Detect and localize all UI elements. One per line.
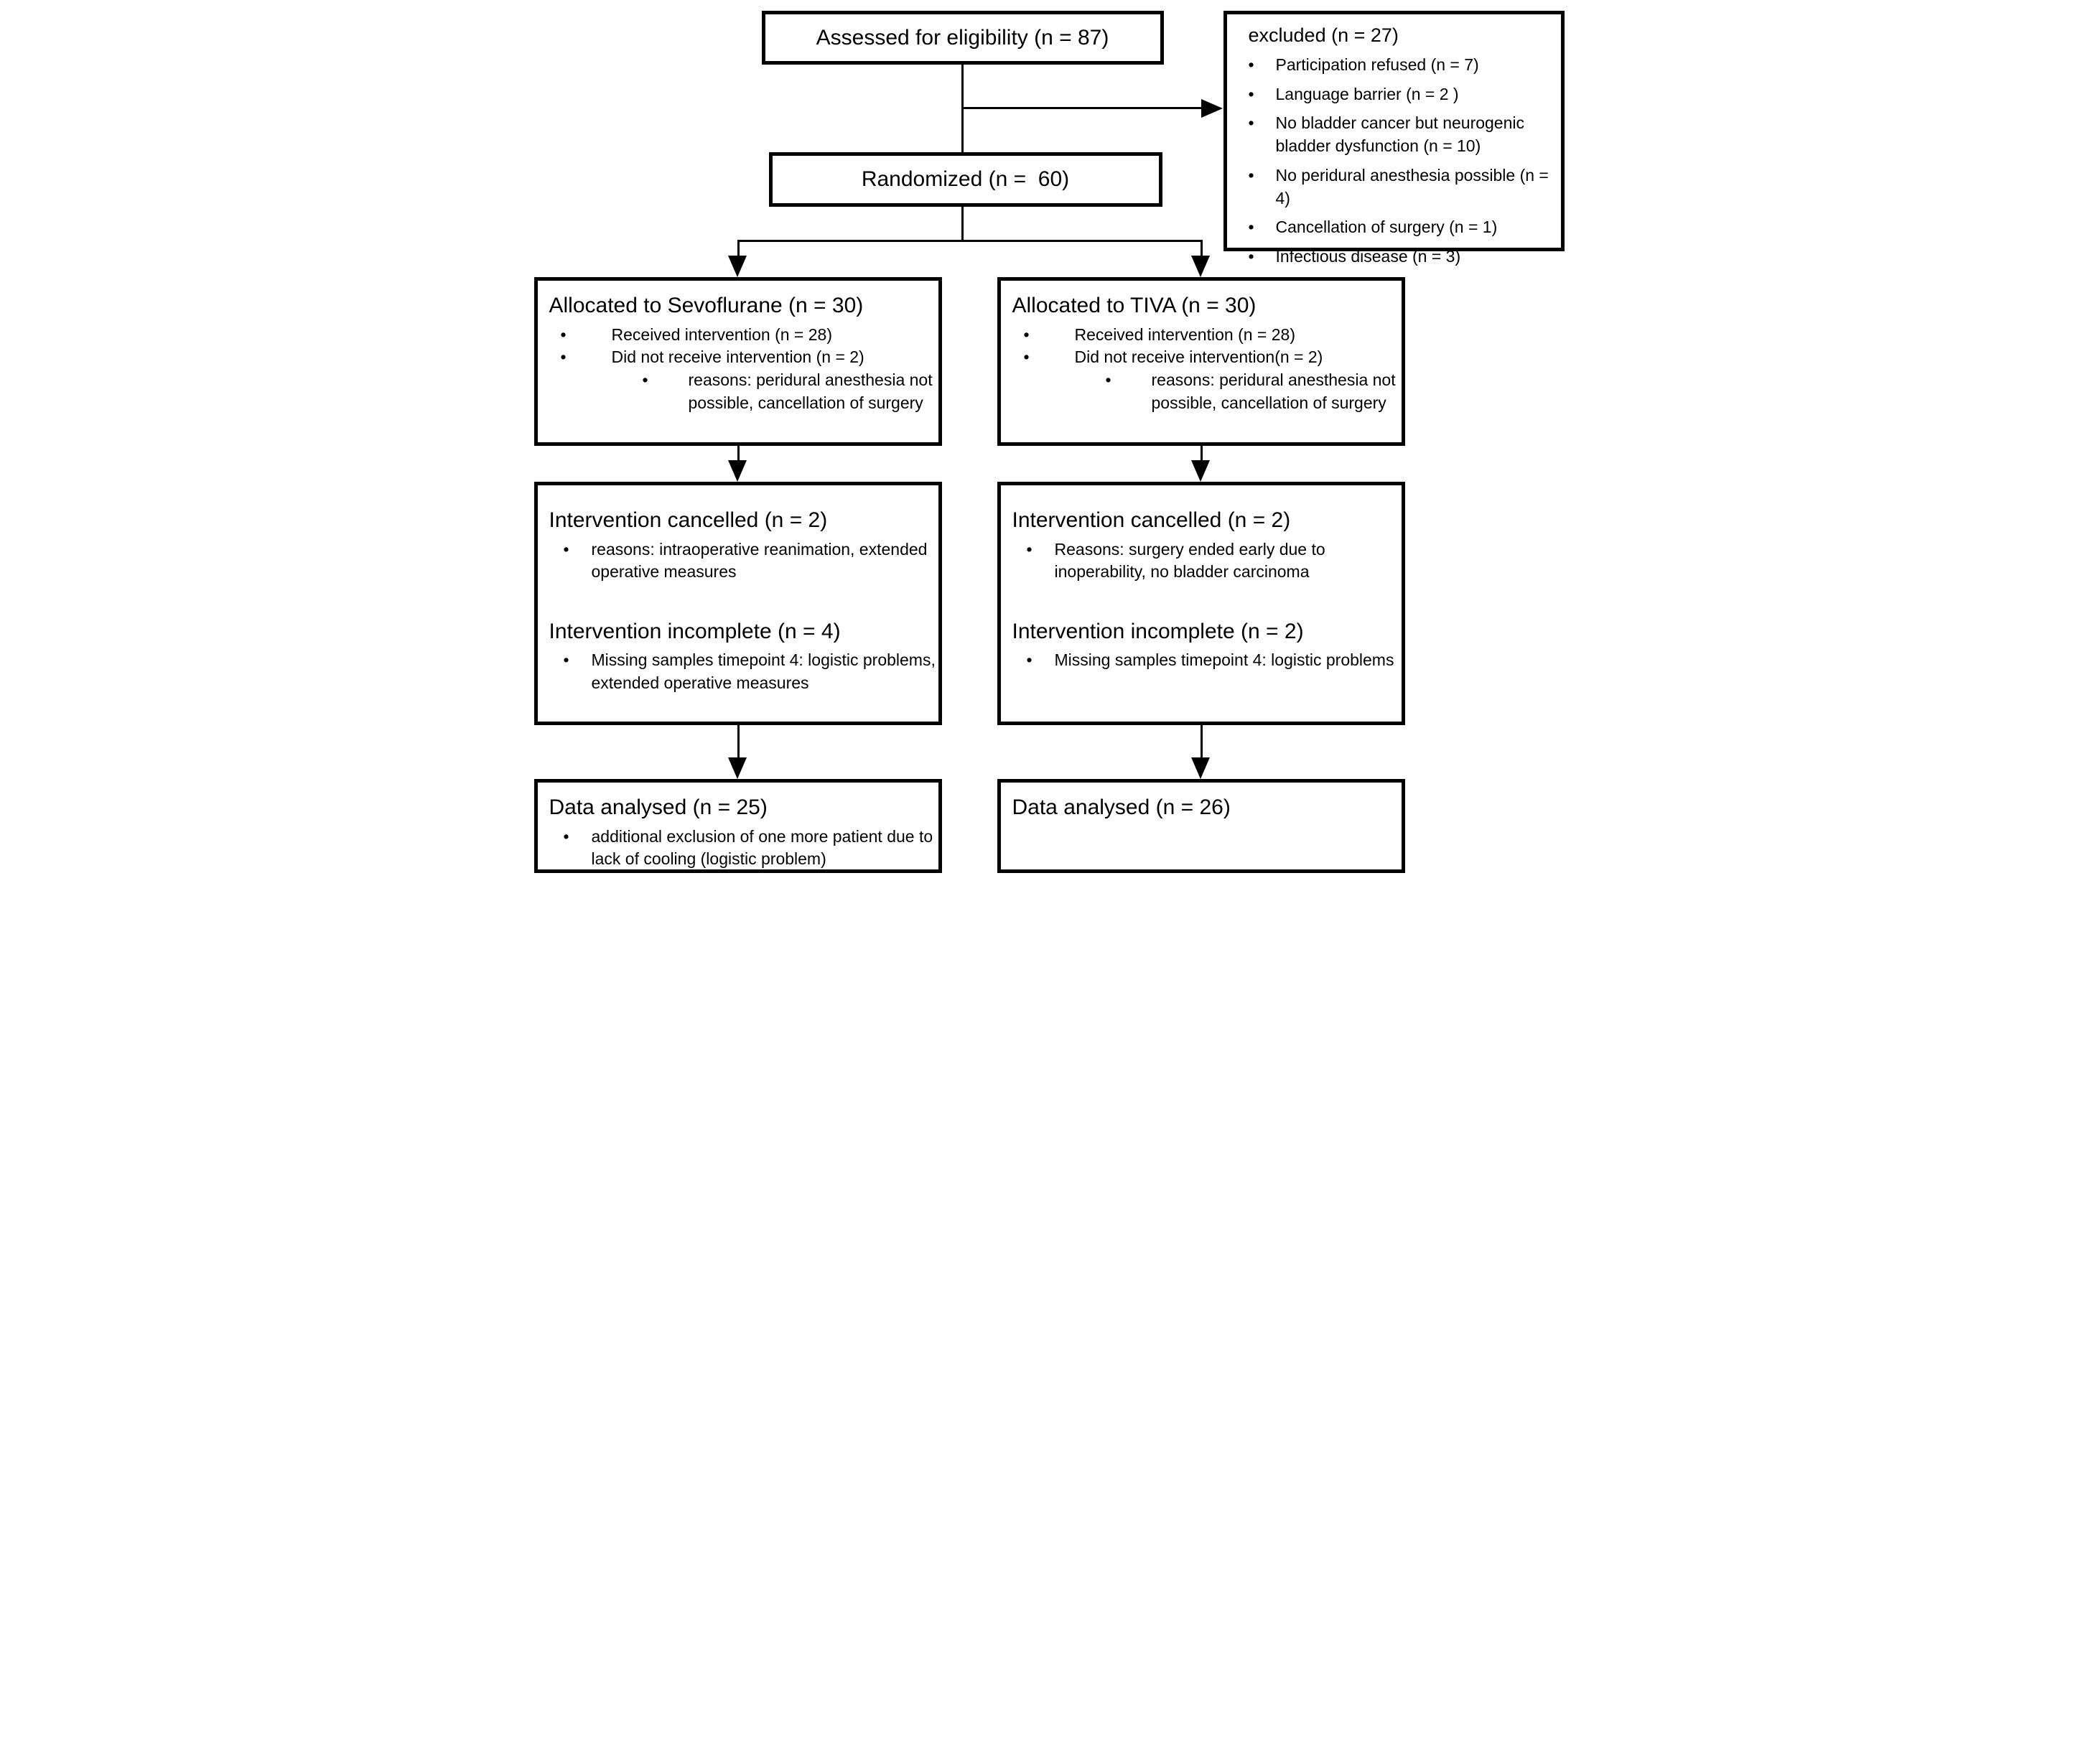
intervention-cancelled-title: Intervention cancelled (n = 2) xyxy=(1012,508,1291,532)
excluded-reason-item: Cancellation of surgery (n = 1) xyxy=(1227,216,1560,239)
arrowhead-down-icon xyxy=(1190,460,1210,482)
randomized-label: Randomized (n = 60) xyxy=(861,167,1070,191)
data-analysed-note-item: additional exclusion of one more patient… xyxy=(538,826,938,871)
allocated-sevoflurane-box: Allocated to Sevoflurane (n = 30) Receiv… xyxy=(533,277,942,446)
not-received-reasons-item: reasons: peridural anesthesia not possib… xyxy=(538,369,938,414)
randomized-box: Randomized (n = 60) xyxy=(768,152,1162,207)
cancelled-reason-item: reasons: intraoperative reanimation, ext… xyxy=(538,538,938,584)
not-received-intervention-item: Did not receive intervention (n = 2) xyxy=(538,346,938,369)
incomplete-reason-item: Missing samples timepoint 4: logistic pr… xyxy=(538,649,938,694)
excluded-reason-item: No bladder cancer but neurogenic bladder… xyxy=(1227,112,1560,157)
arrowhead-down-icon xyxy=(1190,757,1210,779)
excluded-reason-item: Infectious disease (n = 3) xyxy=(1227,246,1560,269)
not-received-reasons-item: reasons: peridural anesthesia not possib… xyxy=(1001,369,1402,414)
allocated-sevoflurane-sublist: reasons: peridural anesthesia not possib… xyxy=(538,369,938,414)
allocated-tiva-box: Allocated to TIVA (n = 30) Received inte… xyxy=(997,277,1405,446)
intervention-incomplete-title: Intervention incomplete (n = 4) xyxy=(549,619,841,643)
arrowhead-right-icon xyxy=(1201,99,1223,118)
consort-flow-diagram: Assessed for eligibility (n = 87) exclud… xyxy=(523,0,1570,882)
intervention-cancelled-list: Reasons: surgery ended early due to inop… xyxy=(1001,538,1402,584)
data-analysed-tiva-box: Data analysed (n = 26) xyxy=(997,779,1405,873)
connector-split-horizontal xyxy=(737,240,1203,242)
allocated-tiva-sublist: reasons: peridural anesthesia not possib… xyxy=(1001,369,1402,414)
intervention-incomplete-title: Intervention incomplete (n = 2) xyxy=(1012,619,1304,643)
connector-to-followup-sevoflurane xyxy=(737,446,740,462)
arrowhead-down-icon xyxy=(727,256,747,277)
assessed-eligibility-box: Assessed for eligibility (n = 87) xyxy=(761,11,1164,65)
allocated-tiva-title: Allocated to TIVA (n = 30) xyxy=(1012,294,1257,317)
intervention-incomplete-list: Missing samples timepoint 4: logistic pr… xyxy=(1001,649,1402,672)
connector-randomized-down xyxy=(961,207,964,241)
connector-to-allocated-sevoflurane xyxy=(737,240,740,258)
followup-sevoflurane-box: Intervention cancelled (n = 2) reasons: … xyxy=(533,482,942,725)
excluded-title: excluded (n = 27) xyxy=(1248,24,1399,46)
allocated-tiva-list: Received intervention (n = 28) Did not r… xyxy=(1001,324,1402,369)
not-received-intervention-item: Did not receive intervention(n = 2) xyxy=(1001,346,1402,369)
cancelled-reason-item: Reasons: surgery ended early due to inop… xyxy=(1001,538,1402,584)
intervention-incomplete-list: Missing samples timepoint 4: logistic pr… xyxy=(538,649,938,694)
excluded-reason-item: No peridural anesthesia possible (n = 4) xyxy=(1227,164,1560,210)
incomplete-reason-item: Missing samples timepoint 4: logistic pr… xyxy=(1001,649,1402,672)
arrowhead-down-icon xyxy=(727,460,747,482)
connector-to-excluded xyxy=(961,107,1204,109)
connector-to-allocated-tiva xyxy=(1200,240,1203,258)
allocated-sevoflurane-title: Allocated to Sevoflurane (n = 30) xyxy=(549,294,864,317)
connector-to-analysed-sevoflurane xyxy=(737,725,740,758)
arrowhead-down-icon xyxy=(1190,256,1210,277)
received-intervention-item: Received intervention (n = 28) xyxy=(1001,324,1402,347)
followup-tiva-box: Intervention cancelled (n = 2) Reasons: … xyxy=(997,482,1405,725)
data-analysed-title: Data analysed (n = 26) xyxy=(1012,795,1231,819)
allocated-sevoflurane-list: Received intervention (n = 28) Did not r… xyxy=(538,324,938,369)
data-analysed-sevoflurane-box: Data analysed (n = 25) additional exclus… xyxy=(533,779,942,873)
excluded-box: excluded (n = 27) Participation refused … xyxy=(1223,11,1565,269)
intervention-cancelled-list: reasons: intraoperative reanimation, ext… xyxy=(538,538,938,584)
excluded-reason-item: Language barrier (n = 2 ) xyxy=(1227,83,1560,106)
connector-to-followup-tiva xyxy=(1200,446,1203,462)
data-analysed-title: Data analysed (n = 25) xyxy=(549,795,768,819)
connector-to-analysed-tiva xyxy=(1200,725,1203,758)
data-analysed-notes-list: additional exclusion of one more patient… xyxy=(538,826,938,871)
assessed-eligibility-label: Assessed for eligibility (n = 87) xyxy=(816,25,1109,50)
excluded-reason-item: Participation refused (n = 7) xyxy=(1227,54,1560,77)
received-intervention-item: Received intervention (n = 28) xyxy=(538,324,938,347)
intervention-cancelled-title: Intervention cancelled (n = 2) xyxy=(549,508,828,532)
excluded-reasons-list: Participation refused (n = 7) Language b… xyxy=(1227,54,1561,269)
arrowhead-down-icon xyxy=(727,757,747,779)
